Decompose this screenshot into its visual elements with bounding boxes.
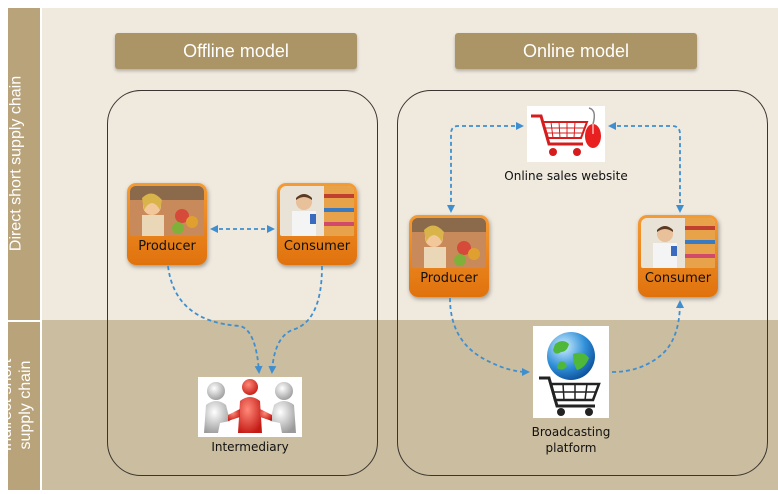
offline-model-panel	[107, 90, 378, 476]
producer-photo	[130, 186, 204, 236]
consumer-photo	[280, 186, 354, 236]
intermediary-node	[198, 377, 302, 437]
online-consumer-label: Consumer	[644, 271, 712, 286]
arrow-website-consumer	[608, 122, 684, 213]
consumer-photo	[641, 218, 715, 268]
arrow-producer-intermediary	[167, 265, 263, 374]
online-website-label: Online sales website	[504, 169, 628, 183]
shopping-cart-mouse-icon	[531, 107, 601, 156]
offline-producer-label: Producer	[138, 239, 196, 254]
arrow-consumer-intermediary	[268, 265, 323, 374]
offline-consumer-node: Consumer	[277, 183, 357, 265]
online-model-panel	[397, 90, 768, 476]
producer-photo	[412, 218, 486, 268]
online-producer-node: Producer	[409, 215, 489, 297]
intermediary-label: Intermediary	[211, 440, 289, 454]
online-consumer-node: Consumer	[638, 215, 718, 297]
online-model-header: Online model	[455, 33, 697, 69]
offline-consumer-label: Consumer	[283, 239, 351, 254]
intermediary-people-icon	[204, 379, 296, 433]
broadcasting-platform-node	[533, 326, 609, 418]
broadcasting-platform-label-line1: Broadcasting	[531, 425, 611, 439]
arrow-producer-platform	[449, 297, 530, 376]
arrow-website-producer	[447, 122, 524, 213]
offline-producer-node: Producer	[127, 183, 207, 265]
online-producer-label: Producer	[420, 271, 478, 286]
broadcasting-platform-label: Broadcasting platform	[521, 424, 621, 456]
arrow-platform-consumer	[611, 300, 684, 373]
online-website-node	[527, 106, 605, 162]
broadcasting-platform-label-line2: platform	[545, 441, 597, 455]
direct-chain-sidebar	[8, 8, 40, 320]
indirect-chain-sidebar	[8, 322, 40, 490]
offline-model-header: Offline model	[115, 33, 357, 69]
globe-cart-icon	[539, 332, 601, 416]
